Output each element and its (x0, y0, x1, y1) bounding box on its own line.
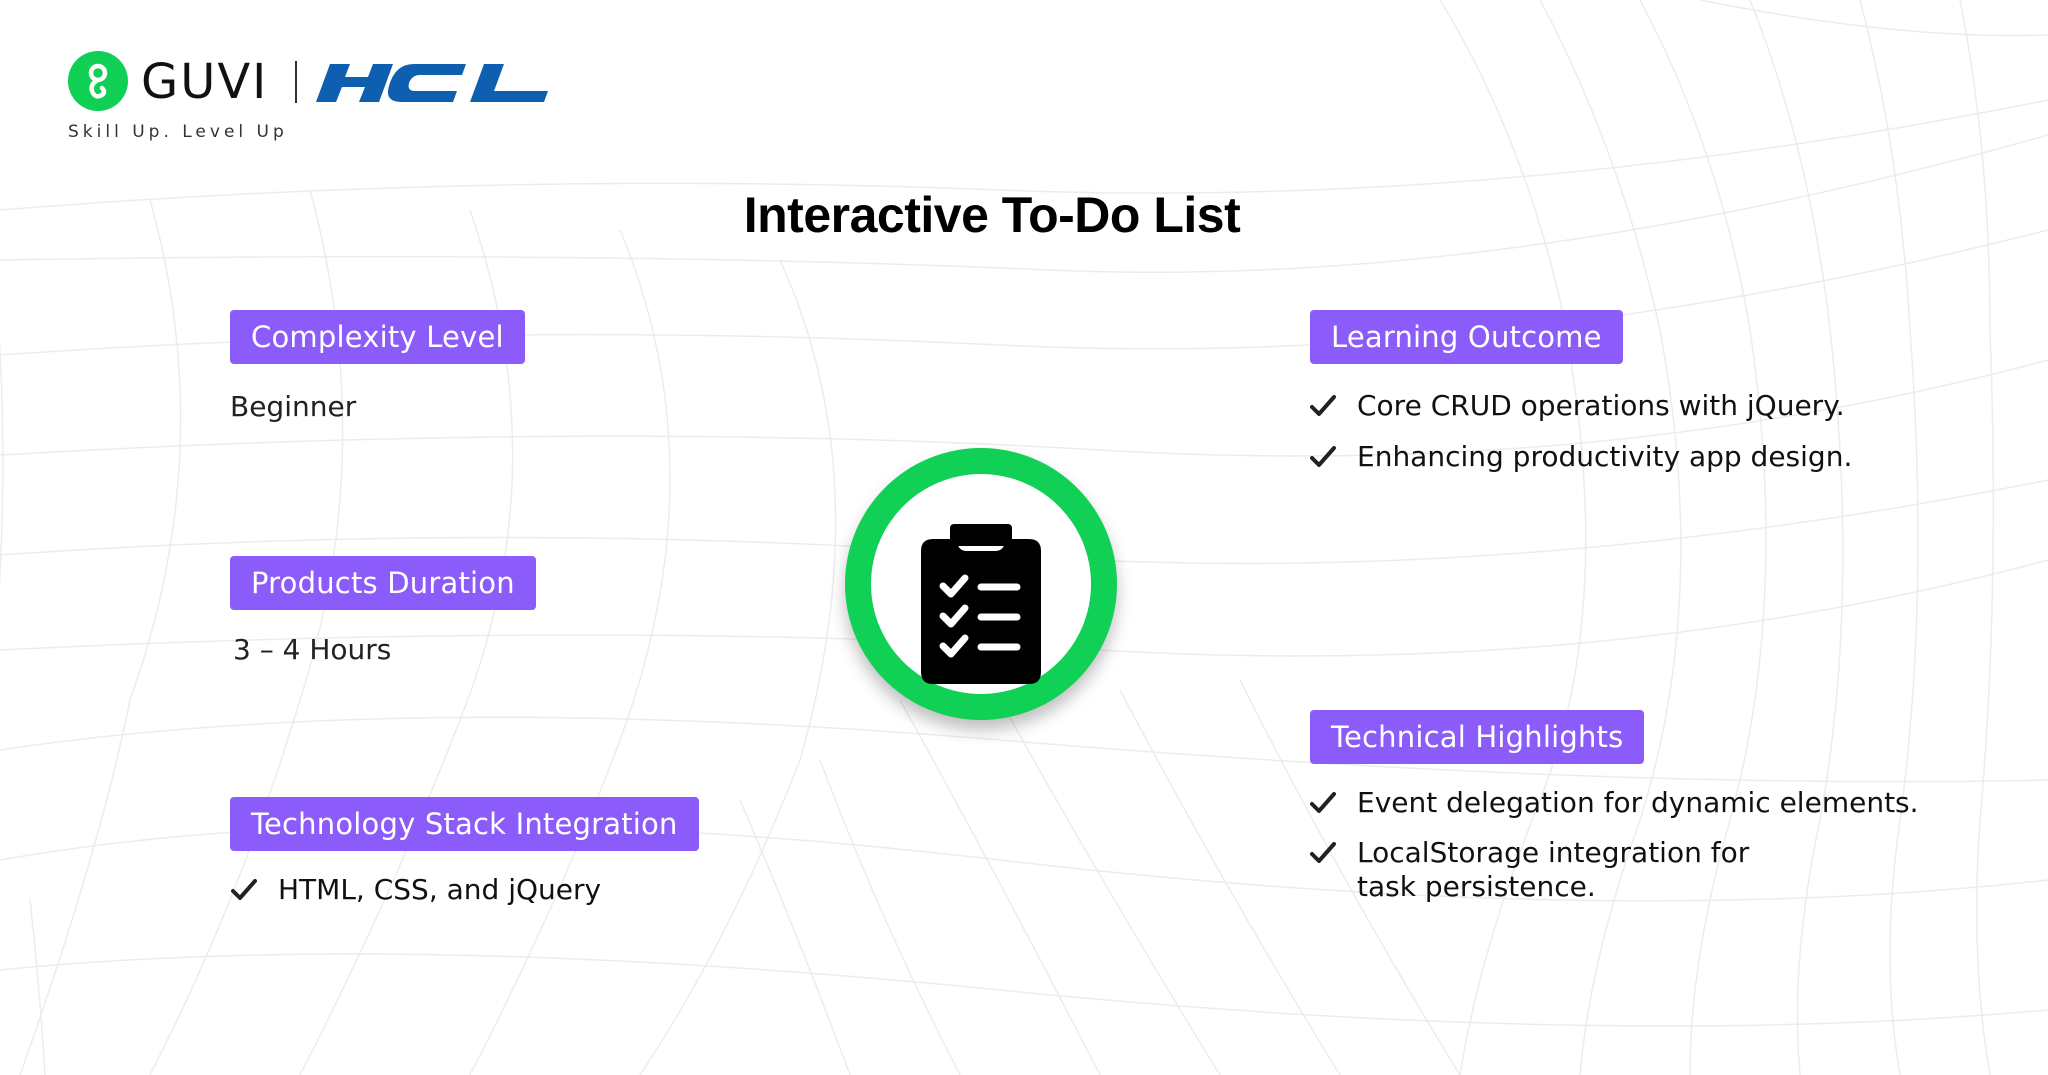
list-item: HTML, CSS, and jQuery (231, 873, 601, 907)
complexity-level-badge: Complexity Level (230, 310, 525, 364)
list-item-text: Enhancing productivity app design. (1357, 440, 1853, 473)
technology-stack-badge: Technology Stack Integration (230, 797, 699, 851)
logo-divider (295, 61, 297, 103)
list-item-text: LocalStorage integration for task persis… (1357, 836, 1750, 903)
clipboard-checklist-badge (845, 448, 1117, 720)
list-item-text: Event delegation for dynamic elements. (1357, 786, 1919, 819)
checkmark-icon (231, 879, 257, 900)
hcl-logo (316, 64, 548, 102)
list-item: Event delegation for dynamic elements. (1310, 786, 1919, 820)
icon-inner-circle (871, 474, 1091, 694)
checkmark-icon (1310, 395, 1336, 416)
guvi-wordmark: GUVI (141, 54, 269, 110)
brand-logo: GUVI Skill Up. Level Up (0, 0, 600, 150)
page-title: Interactive To-Do List (743, 187, 1241, 243)
list-item-text: HTML, CSS, and jQuery (278, 873, 602, 906)
checkmark-icon (1310, 792, 1336, 813)
technical-highlights-list: Event delegation for dynamic elements. L… (1310, 786, 1919, 904)
checkmark-icon (1310, 842, 1336, 863)
checkmark-icon (1310, 446, 1336, 467)
learning-outcome-list: Core CRUD operations with jQuery. Enhanc… (1310, 389, 1852, 474)
list-item: Enhancing productivity app design. (1310, 440, 1852, 474)
technology-stack-list: HTML, CSS, and jQuery (231, 873, 601, 907)
complexity-level-value: Beginner (230, 390, 357, 423)
list-item: Core CRUD operations with jQuery. (1310, 389, 1852, 423)
clipboard-checklist-icon (921, 524, 1041, 684)
learning-outcome-badge: Learning Outcome (1310, 310, 1623, 364)
brand-tagline: Skill Up. Level Up (68, 122, 288, 142)
guvi-logo-icon (68, 51, 128, 111)
products-duration-badge: Products Duration (230, 556, 536, 610)
products-duration-value: 3 – 4 Hours (233, 633, 392, 666)
technical-highlights-badge: Technical Highlights (1310, 710, 1645, 764)
list-item: LocalStorage integration for task persis… (1310, 836, 1919, 904)
list-item-text: Core CRUD operations with jQuery. (1357, 389, 1845, 422)
